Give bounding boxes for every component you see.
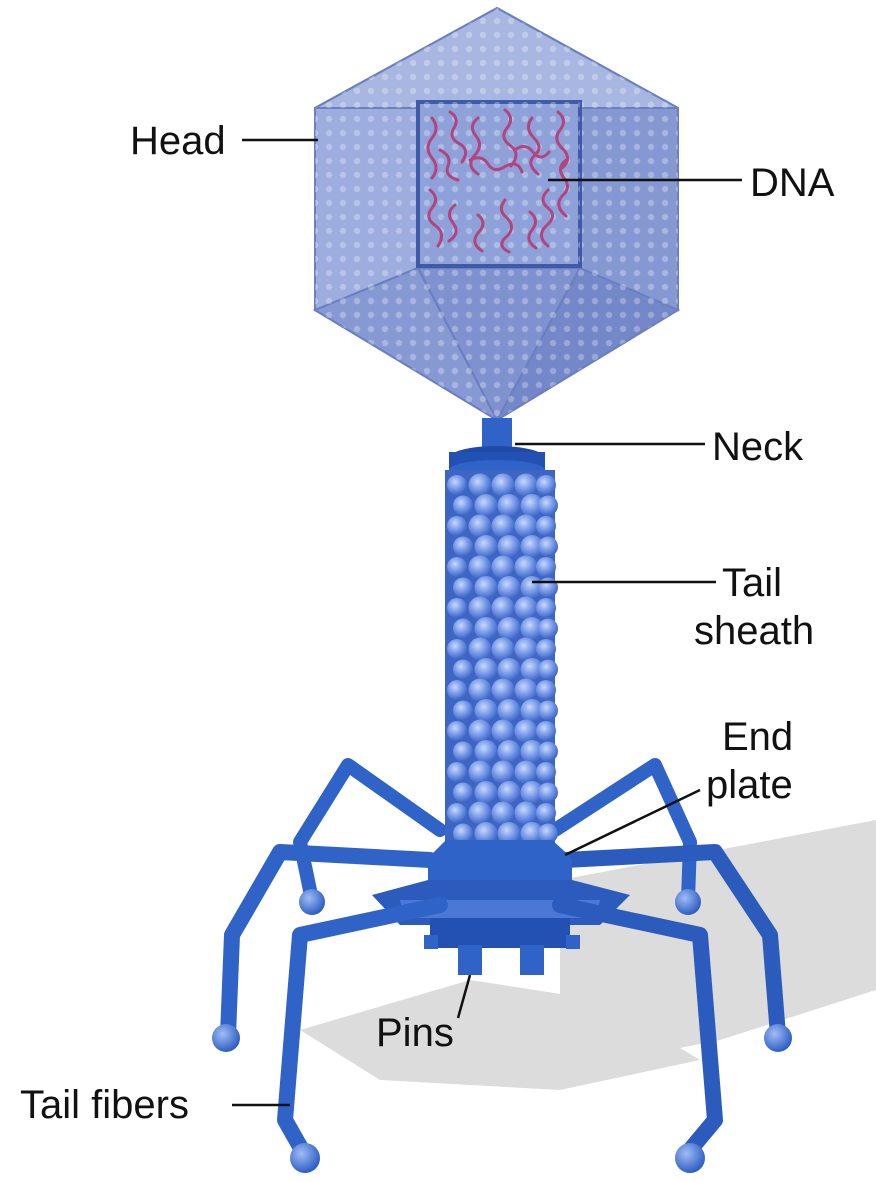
sheath-bead — [475, 535, 498, 558]
label-tail-fibers: Tail fibers — [20, 1083, 189, 1127]
sheath-bead — [492, 515, 515, 538]
sheath-beads — [447, 474, 558, 866]
sheath-bead — [515, 515, 538, 538]
sheath-bead — [469, 556, 492, 579]
sheath-bead — [498, 658, 521, 681]
sheath-bead — [498, 576, 521, 599]
sheath-bead — [492, 802, 515, 825]
sheath-bead — [447, 721, 467, 741]
sheath-bead — [469, 720, 492, 743]
sheath-bead — [475, 576, 498, 599]
sheath-bead — [475, 781, 498, 804]
sheath-bead — [538, 660, 558, 680]
fiber-knob — [675, 889, 701, 915]
sheath-bead — [536, 639, 556, 659]
sheath-bead — [447, 475, 467, 495]
sheath-bead — [492, 638, 515, 661]
sheath-bead — [475, 494, 498, 517]
sheath-bead — [469, 515, 492, 538]
sheath-bead — [498, 781, 521, 804]
sheath-bead — [492, 720, 515, 743]
sheath-bead — [492, 556, 515, 579]
sheath-bead — [469, 638, 492, 661]
sheath-bead — [538, 537, 558, 557]
sheath-bead — [536, 680, 556, 700]
sheath-bead — [498, 740, 521, 763]
dna-window — [418, 102, 580, 266]
sheath-bead — [453, 660, 473, 680]
sheath-bead — [475, 617, 498, 640]
sheath-bead — [515, 802, 538, 825]
sheath-bead — [453, 742, 473, 762]
sheath-bead — [475, 740, 498, 763]
label-dna: DNA — [750, 161, 835, 205]
fiber-knob — [299, 889, 325, 915]
sheath-bead — [515, 720, 538, 743]
sheath-bead — [536, 557, 556, 577]
sheath-bead — [469, 679, 492, 702]
sheath-bead — [453, 701, 473, 721]
sheath-bead — [515, 761, 538, 784]
sheath-bead — [515, 474, 538, 497]
sheath-bead — [447, 557, 467, 577]
sheath-bead — [453, 783, 473, 803]
sheath-bead — [515, 638, 538, 661]
sheath-bead — [447, 598, 467, 618]
sheath-bead — [538, 701, 558, 721]
label-tail-sheath-line1: Tail — [722, 561, 782, 605]
sheath-bead — [469, 474, 492, 497]
sheath-bead — [492, 761, 515, 784]
fiber-knob — [212, 1024, 240, 1052]
sheath-bead — [447, 639, 467, 659]
sheath-bead — [538, 496, 558, 516]
sheath-bead — [453, 496, 473, 516]
fiber-knob — [675, 1143, 705, 1173]
sheath-bead — [447, 516, 467, 536]
sheath-bead — [498, 699, 521, 722]
label-neck: Neck — [712, 425, 804, 469]
sheath-bead — [515, 679, 538, 702]
sheath-bead — [447, 762, 467, 782]
sheath-bead — [498, 494, 521, 517]
sheath-bead — [515, 556, 538, 579]
sheath-bead — [515, 597, 538, 620]
sheath-bead — [453, 537, 473, 557]
sheath-bead — [469, 761, 492, 784]
sheath-bead — [536, 762, 556, 782]
sheath-bead — [498, 535, 521, 558]
sheath-bead — [536, 598, 556, 618]
sheath-bead — [475, 658, 498, 681]
sheath-bead — [469, 802, 492, 825]
sheath-bead — [538, 742, 558, 762]
sheath-bead — [453, 578, 473, 598]
sheath-bead — [536, 803, 556, 823]
sheath-bead — [536, 721, 556, 741]
sheath-bead — [492, 474, 515, 497]
sheath-bead — [447, 803, 467, 823]
label-pins: Pins — [376, 1011, 454, 1055]
label-end-plate-line1: End — [722, 715, 793, 759]
label-end-plate-line2: plate — [706, 763, 793, 807]
sheath-bead — [492, 679, 515, 702]
sheath-bead — [538, 619, 558, 639]
fiber-knob — [764, 1024, 792, 1052]
label-tail-sheath-line2: sheath — [694, 609, 814, 653]
sheath-bead — [453, 619, 473, 639]
fiber-knob — [290, 1143, 320, 1173]
sheath-bead — [536, 516, 556, 536]
sheath-bead — [538, 783, 558, 803]
tail-sheath — [445, 470, 558, 870]
sheath-bead — [538, 578, 558, 598]
sheath-bead — [498, 617, 521, 640]
sheath-bead — [475, 699, 498, 722]
sheath-bead — [536, 475, 556, 495]
sheath-bead — [469, 597, 492, 620]
sheath-bead — [492, 597, 515, 620]
label-head: Head — [130, 119, 226, 163]
sheath-bead — [447, 680, 467, 700]
